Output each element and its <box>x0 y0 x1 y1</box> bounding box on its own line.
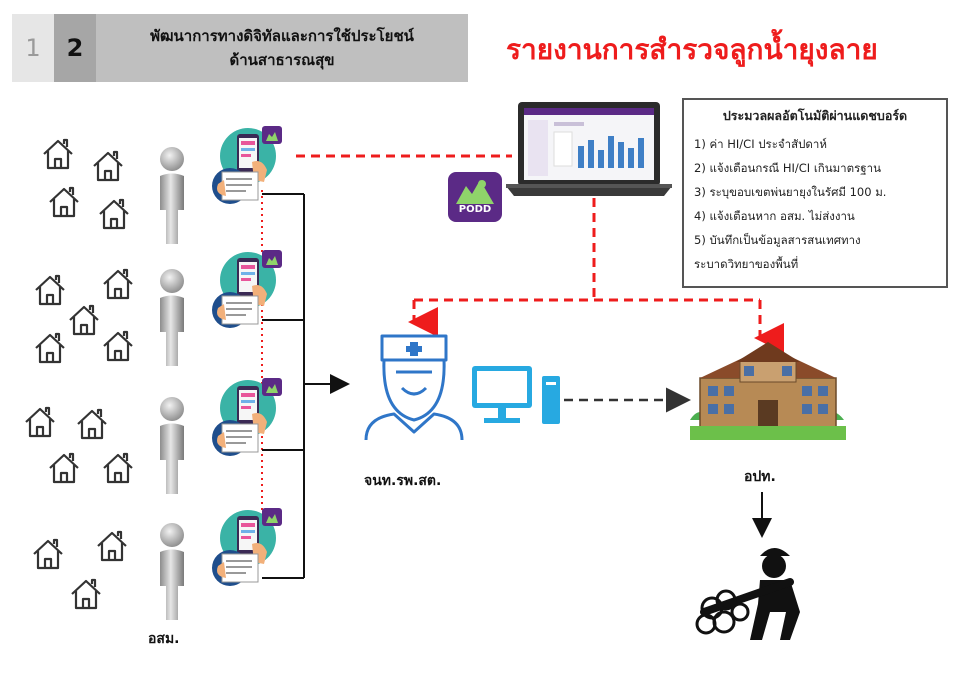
section-title: พัฒนาการทางดิจิทัลและการใช้ประโยชน์ ด้าน… <box>96 14 468 82</box>
house-icon <box>48 452 80 484</box>
house-icon <box>34 274 66 306</box>
house-icon <box>98 198 130 230</box>
local-admin-building-icon <box>690 342 846 440</box>
dashboard-features-title: ประมวลผลอัตโนมัติผ่านแดชบอร์ด <box>722 108 908 123</box>
podd-logo <box>448 172 502 222</box>
local-admin-label: อปท. <box>744 469 776 485</box>
alert-flow-lines <box>408 198 784 353</box>
volunteer-person-icon <box>160 269 184 366</box>
feature-item: 3) ระบุขอบเขตพ่นยายุงในรัศมี 100 ม. <box>694 185 887 199</box>
house-icon <box>76 408 108 440</box>
fogging-worker-icon <box>695 548 800 640</box>
health-officer-icon <box>364 334 464 441</box>
desktop-computer-icon <box>472 366 560 424</box>
house-icon <box>102 452 134 484</box>
report-connector <box>262 193 350 579</box>
main-title: รายงานการสำรวจลูกน้ำยุงลาย <box>506 33 878 66</box>
volunteer-person-icon <box>160 147 184 244</box>
house-icon <box>34 332 66 364</box>
house-icon <box>96 530 128 562</box>
step-indicator-2: 2 <box>54 14 96 82</box>
volunteer-person-icon <box>160 523 184 620</box>
house-icon <box>102 268 134 300</box>
house-cluster-2 <box>34 268 134 364</box>
mobile-app-icon <box>211 377 283 457</box>
feature-item: 5) บันทึกเป็นข้อมูลสารสนเทศทาง <box>694 233 861 247</box>
house-icon <box>102 330 134 362</box>
house-cluster-4 <box>32 530 128 610</box>
laptop-dashboard-icon <box>506 102 672 196</box>
house-cluster-1 <box>42 138 130 230</box>
mobile-app-icon <box>211 249 283 329</box>
volunteer-person-icon <box>160 397 184 494</box>
section-title-line2: ด้านสาธารณสุข <box>229 51 335 69</box>
house-icon <box>70 578 102 610</box>
podd-logo-text: PODD <box>458 204 492 215</box>
house-cluster-3 <box>24 406 134 484</box>
house-icon <box>32 538 64 570</box>
mobile-app-icon <box>211 507 283 587</box>
house-icon <box>48 186 80 218</box>
feature-item: 2) แจ้งเตือนกรณี HI/CI เกินมาตรฐาน <box>694 161 881 175</box>
feature-item: 4) แจ้งเตือนหาก อสม. ไม่ส่งงาน <box>694 209 855 223</box>
mobile-app-icon <box>211 125 283 205</box>
health-officer-label: จนท.รพ.สต. <box>364 473 442 489</box>
house-icon <box>42 138 74 170</box>
feature-item: 1) ค่า HI/CI ประจำสัปดาห์ <box>694 137 827 151</box>
volunteer-label: อสม. <box>148 631 180 647</box>
house-icon <box>68 304 100 336</box>
dashboard-features-box: ประมวลผลอัตโนมัติผ่านแดชบอร์ด 1) ค่า HI/… <box>682 98 948 288</box>
step-indicator-1: 1 <box>12 14 54 82</box>
house-icon <box>92 150 124 182</box>
section-title-line1: พัฒนาการทางดิจิทัลและการใช้ประโยชน์ <box>150 27 414 45</box>
house-icon <box>24 406 56 438</box>
feature-item: ระบาดวิทยาของพื้นที่ <box>694 257 799 271</box>
